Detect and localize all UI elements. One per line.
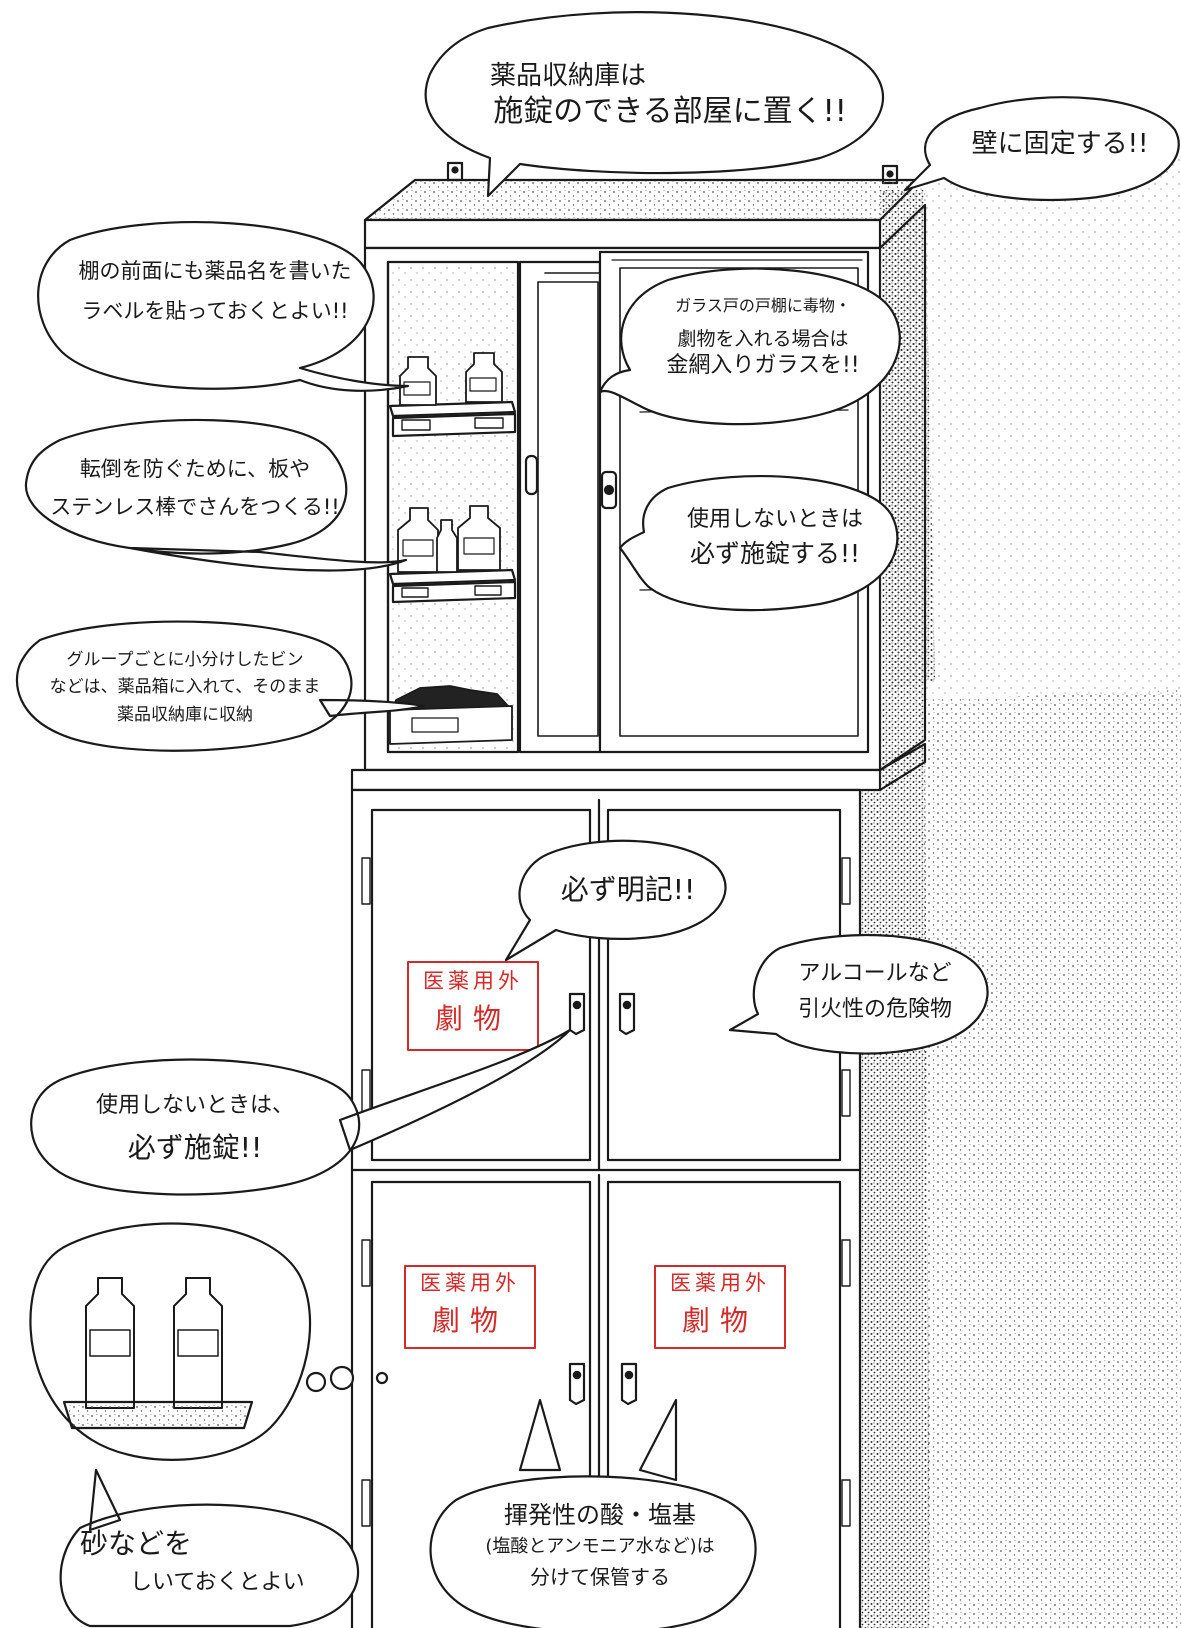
callout-group-box-line2: などは、薬品箱に入れて、そのまま [49,677,321,698]
bottles-shelf-1 [399,352,503,406]
door-label-bottom-right-line1: 医薬用外 [670,1271,770,1295]
callout-lock-lower-line2: 必ず施錠!! [127,1130,263,1164]
chemical-box [389,685,513,745]
callout-group-box: グループごとに小分けしたビン などは、薬品箱に入れて、そのまま 薬品収納庫に収納 [20,650,350,726]
bottles-shelf-2 [397,505,501,573]
callout-glass-door-line1: ガラス戸の戸棚に毒物・ [675,296,851,315]
door-label-bottom-left-line1: 医薬用外 [420,1271,520,1295]
wall-shadow [905,150,1181,700]
door-label-middle: 医薬用外 劇物 [408,966,538,1040]
callout-lock-upper: 使用しないときは 必ず施錠する!! [650,506,900,569]
callout-glass-door-line2: 劇物を入れる場合は [677,328,849,350]
callout-lock-lower: 使用しないときは、 必ず施錠!! [40,1092,350,1165]
door-label-bottom-left: 医薬用外 劇物 [405,1268,535,1342]
callout-glass-door-line3: 金網入りガラスを!! [666,352,860,378]
door-label-bottom-left-line2: 劇物 [431,1303,508,1337]
door-label-middle-line1: 医薬用外 [423,969,523,993]
bubble-flammable [728,933,989,1055]
label-box-bottom-left [404,1265,536,1349]
door-label-bottom-right-line2: 劇物 [681,1303,758,1337]
callout-lock-upper-line2: 必ず施錠する!! [689,538,861,568]
callout-must-label: 必ず明記!! [560,873,696,906]
bubble-lock-lower [30,1028,572,1196]
callout-volatile-line3: 分けて保管する [530,1564,670,1589]
bottles-on-tray [85,1277,223,1409]
door-label-middle-line2: 劇物 [434,1001,511,1035]
callout-storage-room: 薬品収納庫は 施錠のできる部屋に置く!! [470,60,870,130]
callout-storage-room-line2: 施錠のできる部屋に置く!! [493,93,847,129]
callout-volatile: 揮発性の酸・塩基 (塩酸とアンモニア水など)は 分けて保管する [430,1500,770,1590]
bubble-storage-room [424,11,885,198]
callout-sand-line1: 砂などを [80,1527,193,1560]
callout-sand: 砂などを しいておくとよい [70,1526,370,1597]
callout-anti-tip-line2: ステンレス棒でさんをつくる!! [50,495,340,520]
bubble-volatile [429,1398,757,1628]
callout-volatile-line1: 揮発性の酸・塩基 [504,1501,696,1529]
door-label-bottom-right: 医薬用外 劇物 [655,1268,785,1342]
callout-shelf-label: 棚の前面にも薬品名を書いた ラベルを貼っておくとよい!! [50,258,380,325]
callout-wall-fix: 壁に固定する!! [971,129,1149,159]
bubble-group-box [15,620,426,752]
bubble-sand [59,1468,360,1628]
bubble-lock-upper [618,475,899,612]
callout-flammable: アルコールなど 引火性の危険物 [760,960,990,1023]
sand-tray [62,1400,254,1430]
callout-anti-tip: 転倒を防ぐために、板や ステンレス棒でさんをつくる!! [30,456,360,521]
callout-shelf-label-line1: 棚の前面にも薬品名を書いた [78,259,352,283]
label-box-middle [407,961,539,1051]
callout-group-box-line3: 薬品収納庫に収納 [117,704,253,725]
bubble-anti-tip [24,418,408,572]
callout-lock-upper-line1: 使用しないときは [686,507,863,532]
callout-flammable-line1: アルコールなど [798,961,952,986]
glass-door-left [518,260,602,754]
bubble-shelf-label [37,221,410,392]
bubble-wall-fix [903,96,1180,202]
callout-volatile-line2: (塩酸とアンモニア水など)は [485,1536,715,1557]
callout-glass-door: ガラス戸の戸棚に毒物・ 劇物を入れる場合は 金網入りガラスを!! [628,296,898,379]
bottom-lock-left [568,1362,586,1406]
bubble-glass-door [598,267,901,426]
middle-lock-left [568,992,586,1036]
middle-lock-right [618,992,636,1036]
bubble-must-label [504,839,727,962]
bottom-lock-right [620,1362,638,1406]
callout-anti-tip-line1: 転倒を防ぐために、板や [79,457,311,481]
cabinet-top [363,178,922,222]
label-box-bottom-right [654,1265,786,1349]
callout-flammable-line2: 引火性の危険物 [797,996,952,1022]
shelf-2 [388,568,517,586]
callout-lock-lower-line1: 使用しないときは、 [95,1093,294,1118]
callout-shelf-label-line2: ラベルを貼っておくとよい!! [81,299,349,324]
callout-sand-line2: しいておくとよい [130,1570,305,1595]
callout-group-box-line1: グループごとに小分けしたビン [66,650,304,670]
callout-storage-room-line1: 薬品収納庫は [490,61,647,91]
